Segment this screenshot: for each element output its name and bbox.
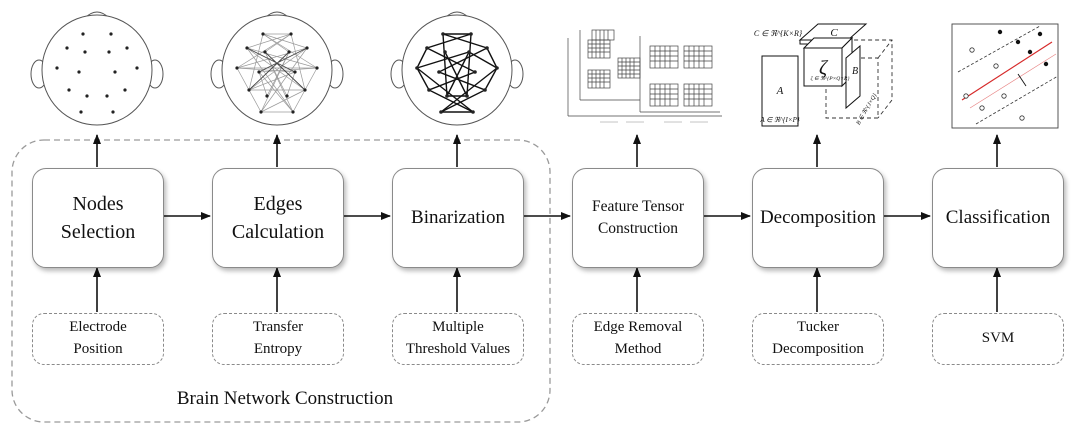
transfer-entropy-label: Transfer Entropy xyxy=(252,319,304,357)
tucker-core-dim-label: ζ ∈ ℜ^{P×Q×R} xyxy=(810,75,850,82)
tucker-factor-c-label: C xyxy=(830,27,838,39)
brain-network-construction-label: Brain Network Construction xyxy=(176,388,394,409)
tucker-c-dim-label: C ∈ ℜ^{K×R} xyxy=(754,29,803,38)
transfer-entropy-input-box: Transfer Entropy xyxy=(212,313,344,365)
tucker-core-label: ζ xyxy=(819,57,829,79)
decomposition-label: Decomposition xyxy=(759,206,877,228)
svm-input-box: SVM xyxy=(932,313,1064,365)
tucker-decomposition-thumbnail xyxy=(761,23,893,127)
tucker-decomposition-input-box: Tucker Decomposition xyxy=(752,313,884,365)
edge-removal-method-label: Edge Removal Method xyxy=(593,319,683,357)
tucker-decomposition-label: Tucker Decomposition xyxy=(772,319,864,357)
head-edges-thumbnail xyxy=(210,11,344,126)
classification-label: Classification xyxy=(945,206,1051,228)
brain-network-construction-group xyxy=(11,139,551,423)
electrode-position-label: Electrode Position xyxy=(69,319,127,357)
tucker-a-dim-label: A ∈ ℜ^{I×P} xyxy=(759,116,800,124)
multiple-threshold-values-input-box: Multiple Threshold Values xyxy=(392,313,524,365)
binarization-box: Binarization xyxy=(392,168,524,268)
classification-box: Classification xyxy=(932,168,1064,268)
feature-tensor-construction-box: Feature Tensor Construction xyxy=(572,168,704,268)
multiple-threshold-values-label: Multiple Threshold Values xyxy=(405,319,511,357)
svm-thumbnail xyxy=(951,23,1059,129)
head-binarized-thumbnail xyxy=(390,11,524,126)
electrode-position-input-box: Electrode Position xyxy=(32,313,164,365)
svm-decision-boundary xyxy=(961,41,1053,101)
feature-tensor-construction-label: Feature Tensor Construction xyxy=(591,198,685,237)
nodes-selection-label: Nodes Selection xyxy=(60,193,136,243)
nodes-selection-box: Nodes Selection xyxy=(32,168,164,268)
tucker-factor-a-label: A xyxy=(776,85,784,97)
vertical-arrows xyxy=(93,134,1001,312)
tucker-factor-b-label: B xyxy=(852,66,858,77)
svm-label: SVM xyxy=(981,330,1015,347)
head-electrodes-thumbnail xyxy=(30,11,164,126)
binarization-label: Binarization xyxy=(411,206,505,228)
edges-calculation-box: Edges Calculation xyxy=(212,168,344,268)
edge-removal-method-input-box: Edge Removal Method xyxy=(572,313,704,365)
feature-tensor-thumbnail xyxy=(567,29,722,123)
edges-calculation-label: Edges Calculation xyxy=(231,193,325,243)
decomposition-box: Decomposition xyxy=(752,168,884,268)
